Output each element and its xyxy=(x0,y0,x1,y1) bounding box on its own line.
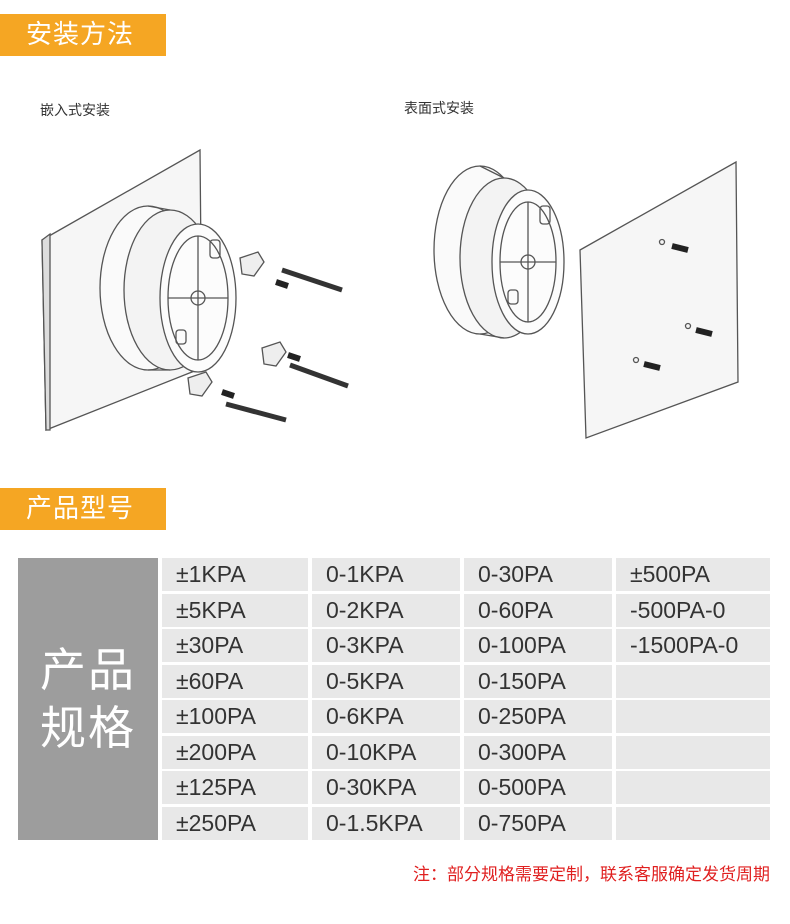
spec-cell: 0-6KPA xyxy=(312,700,460,734)
spec-cell xyxy=(616,664,770,698)
spec-cell: 0-250PA xyxy=(464,700,612,734)
spec-cell: 0-2KPA xyxy=(312,593,460,627)
spec-cell: ±125PA xyxy=(162,771,308,805)
spec-cell: 0-100PA xyxy=(464,629,612,663)
spec-cell: 0-10KPA xyxy=(312,735,460,769)
spec-cell: ±5KPA xyxy=(162,593,308,627)
spec-cell xyxy=(616,735,770,769)
spec-cell: 0-5KPA xyxy=(312,664,460,698)
spec-cell: 0-1KPA xyxy=(312,558,460,591)
spec-cell: ±100PA xyxy=(162,700,308,734)
spec-side-label-line1: 产品 xyxy=(40,643,136,697)
spec-cell: 0-750PA xyxy=(464,806,612,840)
spec-side-label-line2: 规格 xyxy=(40,701,136,755)
spec-cell: ±200PA xyxy=(162,735,308,769)
spec-cell: ±60PA xyxy=(162,664,308,698)
spec-column: ±500PA-500PA-0-1500PA-0 xyxy=(616,558,770,840)
spec-grid: ±1KPA±5KPA±30PA±60PA±100PA±200PA±125PA±2… xyxy=(162,558,772,840)
spec-cell: 0-30PA xyxy=(464,558,612,591)
section-title-install: 安装方法 xyxy=(0,14,166,56)
surface-mount-illustration xyxy=(433,160,739,439)
spec-cell: -1500PA-0 xyxy=(616,629,770,663)
spec-cell: 0-60PA xyxy=(464,593,612,627)
spec-side-label: 产品 规格 xyxy=(18,558,158,840)
spec-cell xyxy=(616,806,770,840)
spec-cell: ±250PA xyxy=(162,806,308,840)
spec-cell: 0-500PA xyxy=(464,771,612,805)
spec-cell: 0-1.5KPA xyxy=(312,806,460,840)
spec-cell: 0-3KPA xyxy=(312,629,460,663)
spec-cell: ±500PA xyxy=(616,558,770,591)
spec-cell: 0-30KPA xyxy=(312,771,460,805)
custom-order-note: 注：部分规格需要定制，联系客服确定发货周期 xyxy=(413,865,770,885)
surface-mount-caption: 表面式安装 xyxy=(404,101,474,117)
spec-table: 产品 规格 ±1KPA±5KPA±30PA±60PA±100PA±200PA±1… xyxy=(18,558,772,840)
spec-cell xyxy=(616,700,770,734)
spec-cell: ±1KPA xyxy=(162,558,308,591)
spec-cell: 0-300PA xyxy=(464,735,612,769)
spec-column: ±1KPA±5KPA±30PA±60PA±100PA±200PA±125PA±2… xyxy=(162,558,308,840)
section-title-models: 产品型号 xyxy=(0,488,166,530)
spec-cell: -500PA-0 xyxy=(616,593,770,627)
spec-cell: 0-150PA xyxy=(464,664,612,698)
spec-cell: ±30PA xyxy=(162,629,308,663)
flush-mount-caption: 嵌入式安装 xyxy=(40,103,110,119)
flush-mount-illustration xyxy=(41,148,349,431)
spec-cell xyxy=(616,771,770,805)
